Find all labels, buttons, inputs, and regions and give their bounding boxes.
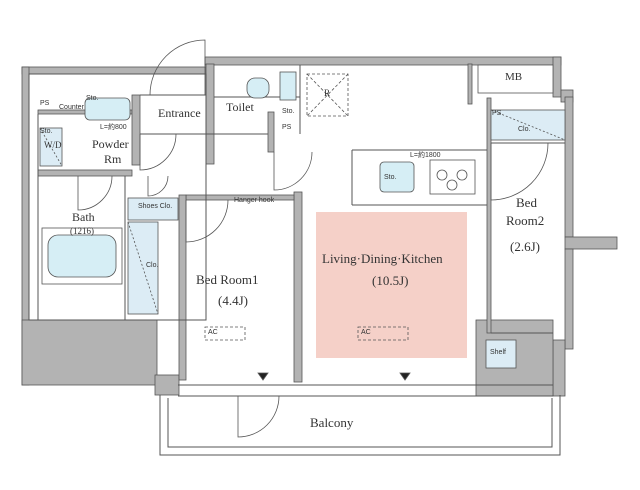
window-marker-ldk	[399, 372, 411, 381]
bath-size: (1216)	[70, 226, 94, 236]
toilet-label: Toilet	[226, 100, 254, 114]
hanger-label: Hanger hook	[234, 197, 275, 204]
shelf-label: Shelf	[490, 349, 506, 356]
bed2-size: (2.6J)	[510, 239, 540, 254]
closet-bed2	[490, 109, 566, 141]
clo-label-2: Clo.	[518, 126, 531, 133]
bed2-name1: Bed	[516, 195, 537, 210]
bed1-size: (4.4J)	[218, 293, 248, 308]
ps-label-2: PS	[282, 124, 292, 131]
ldk-size: (10.5J)	[372, 273, 409, 288]
shoes-closet	[127, 197, 179, 221]
clo-label-1: Clo.	[146, 262, 159, 269]
ps-label-3: PS	[492, 110, 502, 117]
ps-label-1: PS	[40, 100, 50, 107]
shelf-box	[485, 339, 517, 369]
toilet-bowl	[246, 77, 270, 99]
toilet-sink	[279, 71, 297, 101]
ldk-highlight	[316, 212, 467, 358]
mb-box	[477, 64, 554, 94]
kitchen-sink	[379, 161, 415, 193]
ac-ldk	[357, 326, 409, 341]
washbasin	[84, 97, 131, 121]
bath-outline	[41, 227, 123, 285]
interior-lines	[28, 65, 565, 456]
window-marker-bed1	[257, 372, 269, 381]
mb-label: MB	[505, 71, 523, 83]
bed2-name2: Room2	[506, 213, 545, 228]
powder-name1: Powder	[92, 137, 129, 151]
entrance-label: Entrance	[158, 106, 201, 120]
counter-label: Counter	[59, 104, 84, 111]
balcony-label: Balcony	[310, 415, 354, 430]
ac-label-1: AC	[208, 329, 218, 336]
powder-name2: Rm	[104, 152, 122, 166]
sto-label-2: Sto.	[40, 128, 53, 135]
stove	[429, 159, 476, 195]
sto-label-1: Sto.	[86, 95, 99, 102]
bathtub	[47, 234, 117, 278]
ldk-name: Living·Dining·Kitchen	[322, 251, 443, 266]
refrigerator-space	[306, 73, 349, 117]
refrigerator-label: R	[324, 88, 331, 98]
door-swings	[77, 39, 549, 438]
fixtures	[39, 64, 566, 381]
ac-bed1	[204, 326, 246, 341]
bed1-name: Bed Room1	[196, 272, 259, 287]
wd-label: W/D	[44, 140, 62, 150]
shoes-label: Shoes Clo.	[138, 203, 173, 210]
bath-name: Bath	[72, 210, 95, 224]
ac-label-2: AC	[361, 329, 371, 336]
sto-label-4: Sto.	[282, 108, 295, 115]
kitchen-length: L=約1800	[410, 152, 441, 159]
counter-length: L=約800	[100, 124, 127, 131]
sto-label-3: Sto.	[384, 174, 397, 181]
